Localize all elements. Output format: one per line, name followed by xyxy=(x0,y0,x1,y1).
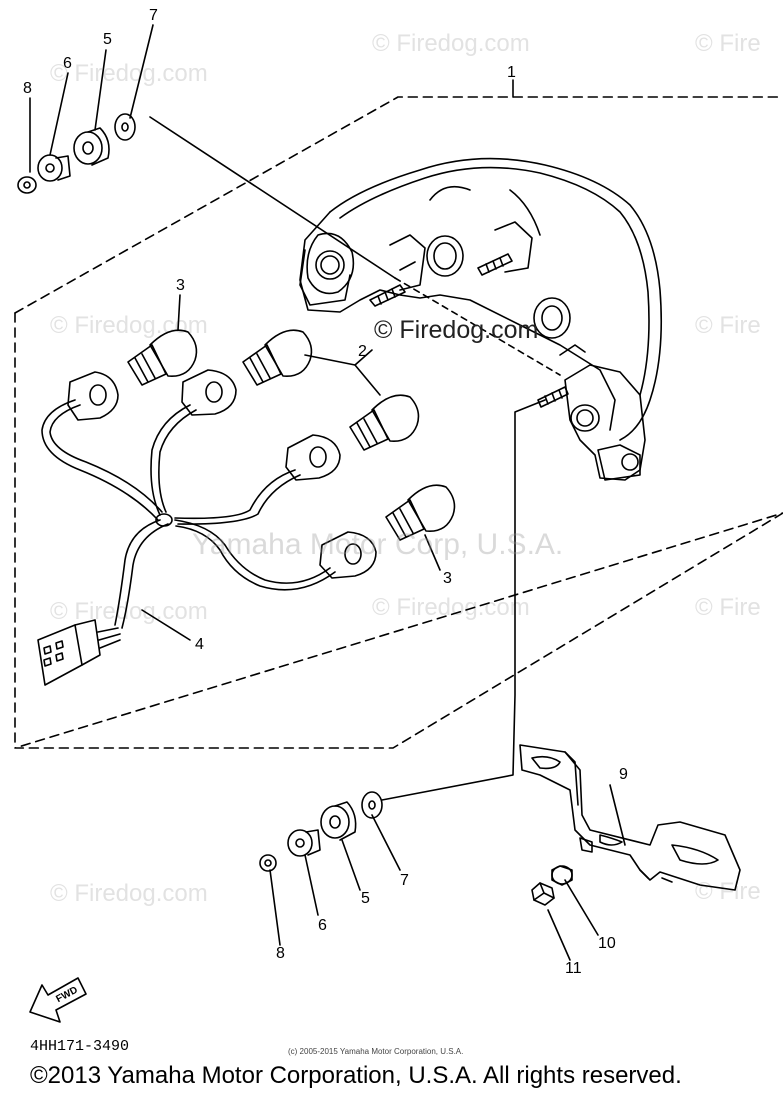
watermark-yamaha: Yamaha Motor Corp, U.S.A. xyxy=(192,528,564,561)
callout-1: 1 xyxy=(507,64,516,81)
callout-5-bottom: 5 xyxy=(361,890,370,907)
bracket-9 xyxy=(519,744,741,891)
watermark-firedog-right: © Fire xyxy=(695,312,761,339)
leader-4 xyxy=(141,609,191,641)
leader-9 xyxy=(609,784,626,846)
wire-harness xyxy=(41,399,336,629)
callout-6-top: 6 xyxy=(63,55,72,72)
connector-4 xyxy=(37,619,121,686)
watermark-firedog-right: © Fire xyxy=(695,878,761,905)
grommet-5-top xyxy=(73,127,110,166)
small-copyright: (c) 2005-2015 Yamaha Motor Corporation, … xyxy=(288,1047,464,1056)
washer-7-bottom xyxy=(361,791,383,819)
leader-7-bottom xyxy=(371,814,401,871)
collar-6-bottom xyxy=(287,829,321,857)
callout-3-bottom: 3 xyxy=(443,570,452,587)
leader-8-bottom xyxy=(269,869,281,946)
leader-bottom-bolt xyxy=(381,399,546,801)
grommet-5-bottom xyxy=(320,801,357,841)
callout-5-top: 5 xyxy=(103,31,112,48)
callout-2: 2 xyxy=(358,343,367,360)
callout-8-bottom: 8 xyxy=(276,945,285,962)
socket-2 xyxy=(181,369,237,416)
nut-11 xyxy=(531,882,555,906)
socket-4 xyxy=(319,531,377,579)
nut-8-bottom xyxy=(259,854,277,872)
callout-7-top: 7 xyxy=(149,7,158,24)
copyright-notice: ©2013 Yamaha Motor Corporation, U.S.A. A… xyxy=(30,1062,682,1089)
callout-3-top: 3 xyxy=(176,277,185,294)
socket-3 xyxy=(285,434,341,481)
watermark-firedog: © Firedog.com xyxy=(372,30,530,57)
leader-7-top xyxy=(149,116,396,279)
fwd-arrow-icon xyxy=(29,977,87,1023)
leader-6-bottom xyxy=(304,854,319,916)
watermark-firedog: © Firedog.com xyxy=(50,60,208,87)
leader-10 xyxy=(564,879,599,936)
watermark-center: © Firedog.com xyxy=(374,316,539,344)
callout-7-bottom: 7 xyxy=(400,872,409,889)
watermark-firedog: © Firedog.com xyxy=(50,880,208,907)
bulb-2-lower xyxy=(349,394,420,451)
callout-11: 11 xyxy=(565,960,582,977)
leader-5-top xyxy=(94,49,107,131)
watermark-firedog: © Firedog.com xyxy=(50,312,208,339)
nut-8-top xyxy=(17,176,37,194)
leader-3-top xyxy=(177,294,181,331)
callout-10: 10 xyxy=(598,935,616,952)
callout-4: 4 xyxy=(195,636,204,653)
bulb-3-top xyxy=(127,329,198,386)
washer-7-top xyxy=(114,113,136,141)
assembly-boundary xyxy=(14,96,783,749)
bulb-3-bottom xyxy=(385,484,456,541)
bulb-2-upper xyxy=(242,329,313,386)
leader-11 xyxy=(547,909,571,961)
part-number: 4HH171-3490 xyxy=(30,1038,130,1055)
collar-6-top xyxy=(37,154,71,182)
leader-3-bottom xyxy=(424,534,441,571)
callout-9: 9 xyxy=(619,766,628,783)
watermark-firedog-right: © Fire xyxy=(695,30,761,57)
nut-10 xyxy=(551,865,573,886)
watermark-firedog-right: © Fire xyxy=(695,594,761,621)
fwd-arrow-label: FWD xyxy=(54,985,79,1005)
socket-1 xyxy=(67,371,119,421)
watermark-firedog: © Firedog.com xyxy=(50,598,208,625)
leader-7-top-label xyxy=(129,24,154,119)
callout-8-top: 8 xyxy=(23,80,32,97)
leader-2 xyxy=(304,354,381,396)
tail-light-housing xyxy=(299,157,663,481)
leader-5-bottom xyxy=(341,839,361,891)
callout-6-bottom: 6 xyxy=(318,917,327,934)
leader-6-top xyxy=(49,72,69,156)
